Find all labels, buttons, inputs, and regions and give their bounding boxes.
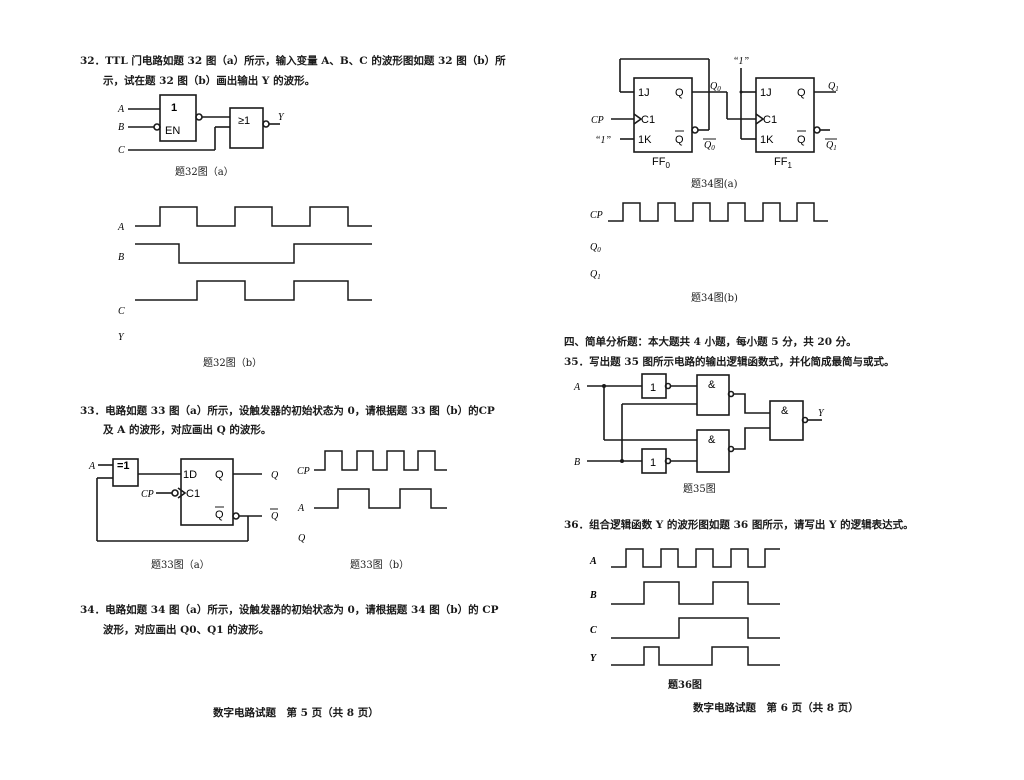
fig32a-caption: 题32图（a） (175, 167, 234, 178)
q34-text-line1: 34．电路如题 34 图（a）所示，设触发器的初始状态为 0，请根据题 34 图… (80, 604, 499, 616)
svg-text:Q1: Q1 (826, 140, 837, 152)
svg-text:CP: CP (141, 489, 154, 500)
svg-text:“1”: “1” (595, 135, 612, 146)
svg-text:Q1: Q1 (590, 269, 601, 281)
input-c-label: C (118, 145, 125, 156)
page5-footer: 数字电路试题 第 5 页（共 8 页） (213, 707, 379, 719)
svg-text:A: A (297, 503, 305, 514)
svg-text:C1: C1 (641, 114, 655, 126)
fig34a-caption: 题34图(a) (691, 179, 738, 190)
svg-text:&: & (708, 379, 716, 391)
q34-text-line2: 波形，对应画出 Q0、Q1 的波形。 (103, 624, 270, 636)
svg-text:1K: 1K (760, 134, 774, 146)
svg-text:Q0: Q0 (590, 242, 601, 254)
svg-text:A: A (117, 222, 125, 233)
svg-text:&: & (708, 434, 716, 446)
svg-text:C: C (118, 306, 125, 317)
fig33a-caption: 题33图（a） (151, 560, 210, 571)
svg-text:B: B (118, 252, 124, 263)
svg-text:Q: Q (298, 533, 306, 544)
svg-text:Y: Y (278, 112, 285, 123)
svg-text:1D: 1D (183, 469, 197, 481)
svg-text:A: A (589, 556, 597, 567)
svg-text:1J: 1J (760, 87, 772, 99)
q33-text-line2: 及 A 的波形，对应画出 Q 的波形。 (103, 424, 272, 436)
fig35-caption: 题35图 (683, 484, 716, 495)
svg-text:Y: Y (590, 653, 597, 664)
svg-text:C1: C1 (763, 114, 777, 126)
svg-text:A: A (88, 461, 96, 472)
svg-text:EN: EN (165, 125, 180, 137)
svg-text:1K: 1K (638, 134, 652, 146)
fig32b-caption: 题32图（b） (203, 358, 263, 369)
svg-text:Q: Q (797, 134, 806, 146)
q36-text-line1: 36．组合逻辑函数 Y 的波形图如题 36 图所示，请写出 Y 的逻辑表达式。 (564, 519, 914, 531)
svg-text:Q1: Q1 (828, 81, 839, 93)
page6-footer: 数字电路试题 第 6 页（共 8 页） (693, 702, 859, 714)
svg-text:Q: Q (215, 509, 224, 521)
svg-text:1: 1 (171, 102, 177, 114)
q32-text-line2: 示，试在题 32 图（b）画出输出 Y 的波形。 (103, 75, 316, 87)
svg-text:CP: CP (591, 115, 604, 126)
svg-text:“1”: “1” (733, 56, 750, 67)
fig34b-caption: 题34图(b) (691, 293, 738, 304)
svg-text:Q: Q (675, 134, 684, 146)
svg-text:=1: =1 (117, 460, 130, 472)
q33-text-line1: 33．电路如题 33 图（a）所示，设触发器的初始状态为 0，请根据题 33 图… (80, 405, 495, 417)
fig36-caption: 题36图 (668, 680, 702, 691)
svg-text:Q: Q (797, 87, 806, 99)
svg-text:&: & (781, 405, 789, 417)
input-b-label: B (118, 122, 124, 133)
svg-text:Q: Q (271, 511, 279, 522)
svg-text:≥1: ≥1 (238, 115, 250, 127)
svg-text:Q: Q (675, 87, 684, 99)
q35-text-line1: 35．写出题 35 图所示电路的输出逻辑函数式，并化简成最简与或式。 (564, 356, 895, 368)
svg-text:C: C (590, 625, 597, 636)
svg-text:1: 1 (650, 457, 656, 469)
svg-text:C1: C1 (186, 488, 200, 500)
svg-text:1J: 1J (638, 87, 650, 99)
svg-text:CP: CP (590, 210, 603, 221)
svg-text:Y: Y (118, 332, 125, 343)
svg-text:Y: Y (818, 408, 825, 419)
svg-text:Q: Q (215, 469, 224, 481)
svg-text:A: A (573, 382, 581, 393)
svg-text:B: B (574, 457, 580, 468)
q32-text-line1: 32．TTL 门电路如题 32 图（a）所示，输入变量 A、B、C 的波形图如题… (80, 55, 506, 67)
svg-text:1: 1 (650, 382, 656, 394)
svg-text:CP: CP (297, 466, 310, 477)
section4-heading: 四、简单分析题：本大题共 4 小题，每小题 5 分，共 20 分。 (564, 336, 857, 348)
svg-text:Q: Q (271, 470, 279, 481)
svg-text:Q0: Q0 (704, 140, 715, 152)
svg-text:Q0: Q0 (710, 81, 721, 93)
svg-text:B: B (589, 590, 597, 601)
fig33b-caption: 题33图（b） (350, 560, 410, 571)
input-a-label: A (117, 104, 125, 115)
